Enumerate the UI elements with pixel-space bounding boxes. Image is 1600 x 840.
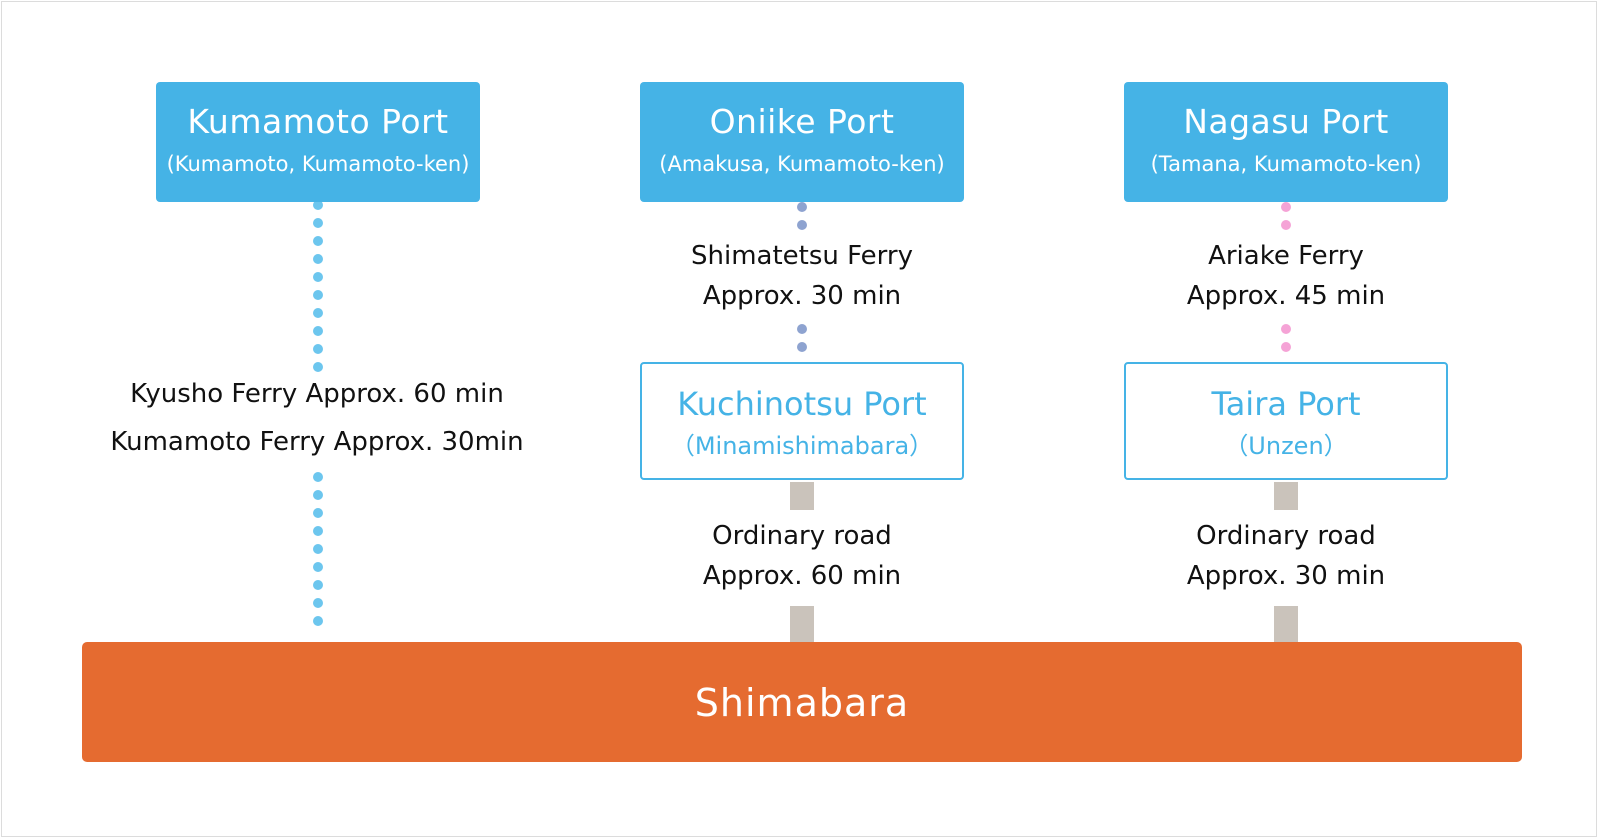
ferry-duration: Approx. 45 min xyxy=(1186,281,1386,311)
port-name: Nagasu Port xyxy=(1183,102,1389,141)
road-duration: Approx. 60 min xyxy=(702,561,902,591)
ferry-label-kumamoto: Kyusho Ferry Approx. 60 min Kumamoto Fer… xyxy=(82,374,552,462)
route-dot xyxy=(797,324,807,334)
route-dot xyxy=(313,236,323,246)
ferry-name: Shimatetsu Ferry xyxy=(691,241,913,271)
route-dot xyxy=(313,508,323,518)
ferry-label-shimatetsu: Shimatetsu Ferry Approx. 30 min xyxy=(642,236,962,316)
route-dot xyxy=(313,616,323,626)
port-location: （Minamishimabara） xyxy=(670,432,934,460)
shimatetsu-ferry-route-line-upper xyxy=(797,202,807,238)
road-label-kuchinotsu: Ordinary road Approx. 60 min xyxy=(642,516,962,596)
port-name: Kuchinotsu Port xyxy=(677,385,927,423)
route-dot xyxy=(313,218,323,228)
port-name: Oniike Port xyxy=(709,102,895,141)
route-dot xyxy=(313,272,323,282)
origin-nagasu-port: Nagasu Port (Tamana, Kumamoto-ken) xyxy=(1124,82,1448,202)
port-location: (Tamana, Kumamoto-ken) xyxy=(1150,152,1422,176)
destination-name: Shimabara xyxy=(694,681,910,725)
port-name: Kumamoto Port xyxy=(187,102,449,141)
route-dot xyxy=(797,220,807,230)
kyusho-ferry-route-line xyxy=(313,200,323,380)
route-dot xyxy=(797,202,807,212)
port-kuchinotsu: Kuchinotsu Port （Minamishimabara） xyxy=(640,362,964,480)
road-segment-lower xyxy=(790,606,814,642)
route-dot xyxy=(1281,324,1291,334)
destination-shimabara: Shimabara xyxy=(82,642,1522,762)
route-dot xyxy=(313,490,323,500)
port-location: (Kumamoto, Kumamoto-ken) xyxy=(166,152,470,176)
ariake-ferry-route-line-lower xyxy=(1281,324,1291,360)
origin-oniike-port: Oniike Port (Amakusa, Kumamoto-ken) xyxy=(640,82,964,202)
ferry-line-kumamoto: Kumamoto Ferry Approx. 30min xyxy=(110,427,524,457)
shimatetsu-ferry-route-line-lower xyxy=(797,324,807,360)
kyusho-ferry-route-line-lower xyxy=(313,472,323,634)
route-dot xyxy=(1281,202,1291,212)
road-type: Ordinary road xyxy=(712,521,892,551)
route-dot xyxy=(313,254,323,264)
road-label-taira: Ordinary road Approx. 30 min xyxy=(1126,516,1446,596)
route-dot xyxy=(313,598,323,608)
route-dot xyxy=(313,326,323,336)
origin-kumamoto-port: Kumamoto Port (Kumamoto, Kumamoto-ken) xyxy=(156,82,480,202)
ariake-ferry-route-line-upper xyxy=(1281,202,1291,238)
route-dot xyxy=(313,290,323,300)
route-dot xyxy=(313,344,323,354)
road-segment-lower xyxy=(1274,606,1298,642)
road-segment-upper xyxy=(790,482,814,510)
port-location: （Unzen） xyxy=(1224,432,1348,460)
route-dot xyxy=(313,200,323,210)
road-segment-upper xyxy=(1274,482,1298,510)
route-dot xyxy=(313,362,323,372)
route-dot xyxy=(313,562,323,572)
road-type: Ordinary road xyxy=(1196,521,1376,551)
port-name: Taira Port xyxy=(1211,385,1361,423)
route-dot xyxy=(313,580,323,590)
route-dot xyxy=(797,342,807,352)
ferry-label-ariake: Ariake Ferry Approx. 45 min xyxy=(1126,236,1446,316)
route-dot xyxy=(1281,342,1291,352)
road-duration: Approx. 30 min xyxy=(1186,561,1386,591)
route-dot xyxy=(313,544,323,554)
route-dot xyxy=(313,526,323,536)
ferry-duration: Approx. 30 min xyxy=(702,281,902,311)
route-dot xyxy=(1281,220,1291,230)
route-dot xyxy=(313,472,323,482)
port-location: (Amakusa, Kumamoto-ken) xyxy=(659,152,945,176)
route-dot xyxy=(313,308,323,318)
ferry-line-kyusho: Kyusho Ferry Approx. 60 min xyxy=(130,379,504,409)
ferry-name: Ariake Ferry xyxy=(1208,241,1364,271)
port-taira: Taira Port （Unzen） xyxy=(1124,362,1448,480)
